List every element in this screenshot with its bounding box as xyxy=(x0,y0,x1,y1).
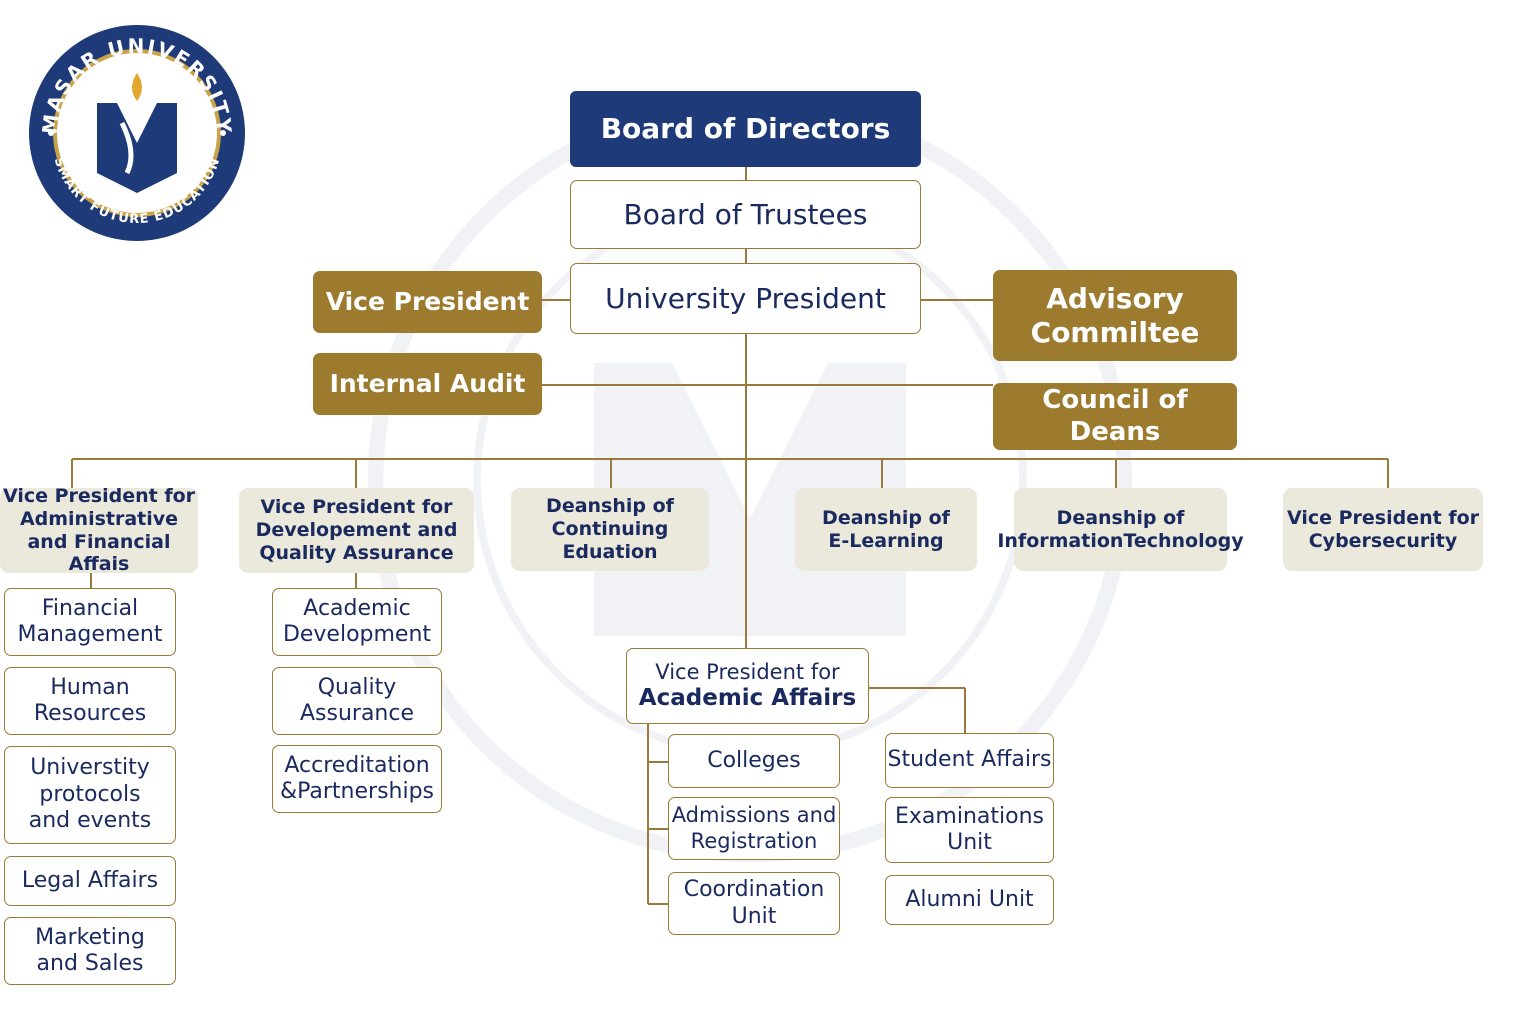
university-president-label: University President xyxy=(605,281,886,315)
unit-label: Development xyxy=(282,622,432,647)
dean-cont-line-1: Deanship of xyxy=(546,495,674,518)
unit-label: protocols xyxy=(39,781,141,807)
advisory-line-1: Advisory xyxy=(1046,281,1184,315)
advisory-line-2: Commiltee xyxy=(1030,315,1200,349)
unit-label: Marketing xyxy=(35,924,145,950)
board-of-trustees-label: Board of Trustees xyxy=(623,197,868,231)
unit-alumni[interactable]: Alumni Unit xyxy=(885,875,1054,925)
vp-academic-line-1: Vice President for xyxy=(655,659,840,684)
unit-label: and events xyxy=(28,808,152,834)
advisory-committee-box[interactable]: Advisory Commiltee xyxy=(993,270,1237,361)
unit-label: Quality xyxy=(317,674,397,700)
university-president-box[interactable]: University President xyxy=(570,263,921,334)
vp-cybersecurity-box[interactable]: Vice President for Cybersecurity xyxy=(1283,488,1483,571)
unit-coordination[interactable]: Coordination Unit xyxy=(668,872,840,935)
unit-label: Coordination xyxy=(683,877,825,903)
unit-label: and Sales xyxy=(36,951,144,976)
unit-label: Management xyxy=(17,622,163,647)
dean-cont-line-2: Continuing Eduation xyxy=(551,518,669,563)
unit-legal-affairs[interactable]: Legal Affairs xyxy=(4,856,176,906)
unit-label: Student Affairs xyxy=(887,747,1052,773)
unit-label: Admissions and xyxy=(671,803,837,828)
unit-label: Accreditation xyxy=(284,752,430,778)
vice-president-box[interactable]: Vice President xyxy=(313,271,542,333)
deanship-elearning-box[interactable]: Deanship of E-Learning xyxy=(795,488,977,571)
unit-university-protocols[interactable]: Universtity protocols and events xyxy=(4,746,176,844)
vp-dev-line-2: Developement and xyxy=(255,519,458,542)
deanship-continuing-education-box[interactable]: Deanship of Continuing Eduation xyxy=(511,488,709,571)
unit-label: Universtity xyxy=(30,755,150,781)
unit-label: Legal Affairs xyxy=(21,867,159,893)
vp-cyber-line-1: Vice President for xyxy=(1286,506,1480,529)
vp-development-quality-box[interactable]: Vice President for Developement and Qual… xyxy=(239,488,474,573)
vp-administrative-financial-box[interactable]: Vice President for Administrative and Fi… xyxy=(0,484,198,575)
unit-examinations[interactable]: Examinations Unit xyxy=(885,797,1054,863)
vp-admin-line-2: Administrative xyxy=(19,507,179,530)
vp-cyber-line-2: Cybersecurity xyxy=(1308,529,1458,552)
board-of-trustees-box[interactable]: Board of Trustees xyxy=(570,180,921,249)
deanship-information-technology-box[interactable]: Deanship of InformationTechnology xyxy=(997,488,1244,571)
unit-label: Human xyxy=(50,674,130,700)
dean-it-line-2: InformationTechnology xyxy=(997,529,1244,552)
council-of-deans-box[interactable]: Council of Deans xyxy=(993,383,1237,450)
unit-accreditation-partnerships[interactable]: Accreditation &Partnerships xyxy=(272,745,442,813)
board-of-directors-box[interactable]: Board of Directors xyxy=(570,91,921,167)
unit-student-affairs[interactable]: Student Affairs xyxy=(885,733,1054,788)
unit-marketing-sales[interactable]: Marketing and Sales xyxy=(4,917,176,985)
unit-admissions-registration[interactable]: Admissions and Registration xyxy=(668,797,840,860)
university-logo: MASAR UNIVERSITY SMART FUTURE EDUCATION xyxy=(29,25,245,241)
council-of-deans-label: Council of Deans xyxy=(1042,385,1188,447)
unit-colleges[interactable]: Colleges xyxy=(668,734,840,788)
vice-president-label: Vice President xyxy=(325,287,530,316)
dean-elearn-line-1: Deanship of xyxy=(822,506,950,529)
unit-financial-management[interactable]: Financial Management xyxy=(4,588,176,656)
unit-label: Unit xyxy=(731,903,777,929)
internal-audit-box[interactable]: Internal Audit xyxy=(313,353,542,415)
unit-label: Academic xyxy=(303,595,411,621)
unit-label: Registration xyxy=(690,828,818,853)
unit-label: Alumni Unit xyxy=(905,886,1034,912)
vp-admin-line-3: and Financial Affais xyxy=(27,530,171,576)
internal-audit-label: Internal Audit xyxy=(329,369,526,398)
unit-human-resources[interactable]: Human Resources xyxy=(4,667,176,735)
vp-academic-line-2: Academic Affairs xyxy=(638,684,857,711)
unit-label: Colleges xyxy=(707,747,801,773)
dean-elearn-line-2: E-Learning xyxy=(828,529,944,552)
unit-academic-development[interactable]: Academic Development xyxy=(272,588,442,656)
unit-label: &Partnerships xyxy=(279,779,435,804)
board-of-directors-label: Board of Directors xyxy=(600,112,891,146)
vp-dev-line-1: Vice President for xyxy=(260,496,453,519)
unit-label: Unit xyxy=(947,830,992,855)
vp-admin-line-1: Vice President for xyxy=(2,484,196,507)
unit-label: Resources xyxy=(33,701,147,726)
unit-label: Assurance xyxy=(299,701,415,726)
vp-dev-line-3: Quality Assurance xyxy=(259,541,454,564)
dean-it-line-1: Deanship of xyxy=(1056,506,1185,529)
unit-quality-assurance[interactable]: Quality Assurance xyxy=(272,667,442,735)
vp-academic-affairs-box[interactable]: Vice President for Academic Affairs xyxy=(626,648,869,724)
unit-label: Examinations xyxy=(895,803,1044,829)
unit-label: Financial xyxy=(41,595,139,621)
